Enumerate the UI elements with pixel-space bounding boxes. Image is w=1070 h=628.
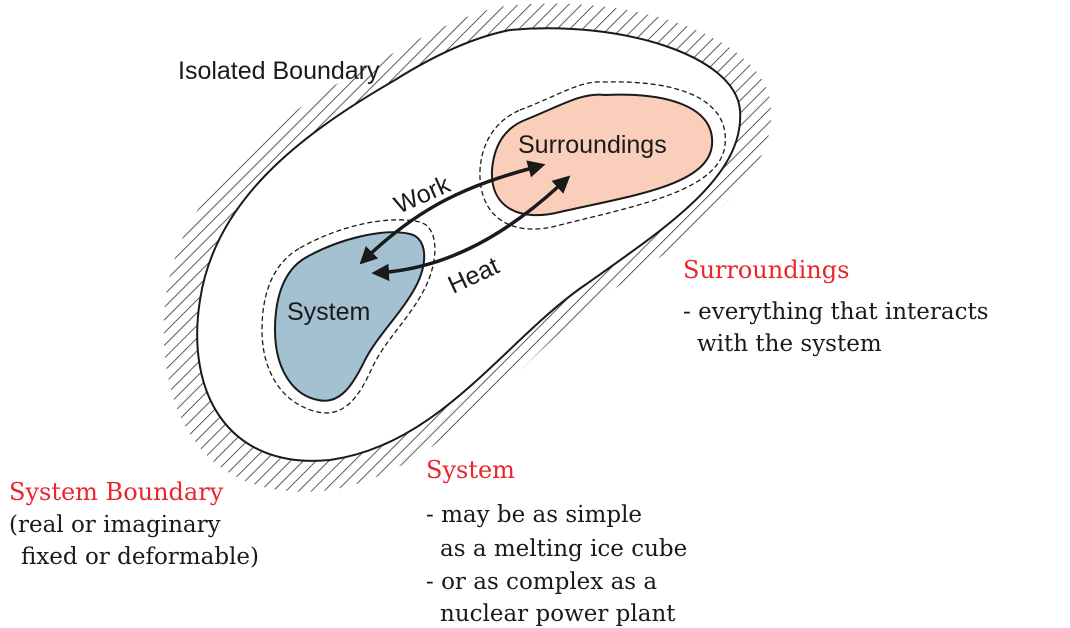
surroundings-note-line: with the system xyxy=(697,331,882,357)
system-note-line: - may be as simple xyxy=(426,502,642,528)
heat-arrow xyxy=(371,175,571,282)
isolated-boundary-hatch xyxy=(163,3,772,492)
system-boundary-note-line: fixed or deformable) xyxy=(21,544,259,570)
system-note: System - may be as simple as a melting i… xyxy=(426,456,687,627)
system-note-line: nuclear power plant xyxy=(440,601,676,627)
surroundings-note-line: - everything that interacts xyxy=(683,299,989,325)
system-boundary-note-title: System Boundary xyxy=(9,478,224,506)
system-note-title: System xyxy=(426,456,515,484)
surroundings-note: Surroundings - everything that interacts… xyxy=(683,256,989,357)
system-note-line: as a melting ice cube xyxy=(440,536,687,562)
surroundings-region-label: Surroundings xyxy=(518,131,667,159)
surroundings-note-title: Surroundings xyxy=(683,256,849,284)
system-boundary-note-line: (real or imaginary xyxy=(9,512,221,538)
system-note-line: - or as complex as a xyxy=(426,569,657,595)
system-region-label: System xyxy=(287,298,370,326)
system-boundary-note: System Boundary (real or imaginary fixed… xyxy=(9,478,259,570)
isolated-boundary-label: Isolated Boundary xyxy=(178,57,380,85)
